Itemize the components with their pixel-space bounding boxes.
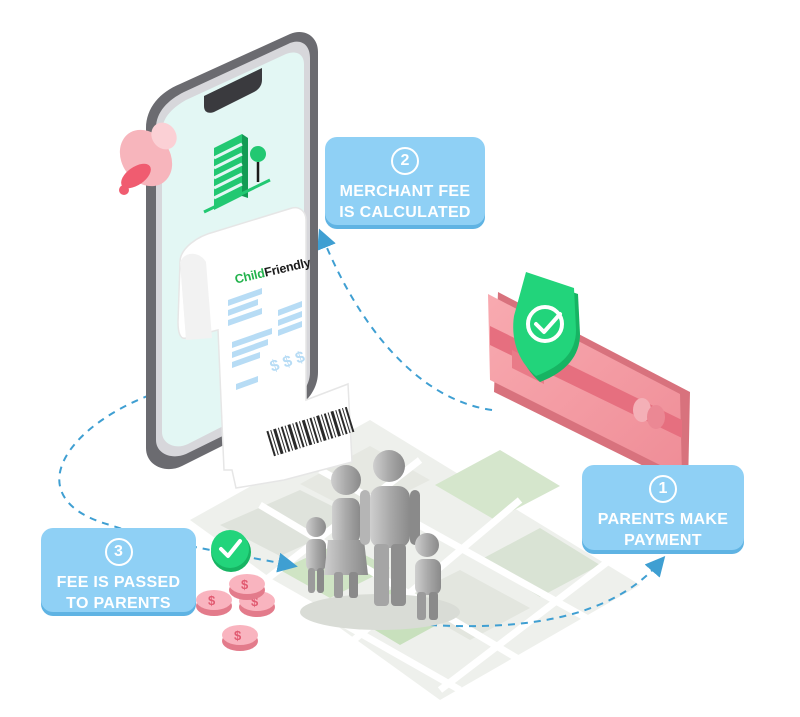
dollar-coin-icon: $ (196, 590, 232, 616)
dollar-coin-icon: $ (229, 574, 265, 600)
step-number: 2 (391, 147, 419, 175)
step-number: 1 (649, 475, 677, 503)
figure-child-left (306, 517, 326, 593)
building-icon (203, 134, 271, 214)
dollar-coins: $ $ $ $ (196, 574, 275, 651)
dollar-coin-icon: $ (222, 625, 258, 651)
step-label-line1: PARENTS MAKE (597, 511, 729, 528)
step-parents-pay-box: 1 PARENTS MAKE PAYMENT (582, 465, 744, 550)
receipt (177, 206, 353, 489)
svg-text:$: $ (241, 577, 249, 592)
figure-woman (324, 465, 368, 598)
step-label-line1: MERCHANT FEE (339, 183, 471, 200)
svg-text:$: $ (208, 593, 216, 608)
bell-icon (119, 122, 177, 195)
svg-text:$: $ (251, 594, 259, 609)
step-label-line2: PAYMENT (624, 532, 702, 549)
figure-child-right (415, 533, 441, 620)
family-figures (300, 450, 460, 630)
tree-icon (250, 146, 266, 182)
arrow-map-to-payment (429, 555, 666, 628)
city-map (190, 420, 640, 700)
check-circle-icon (211, 530, 251, 572)
svg-text:$: $ (234, 628, 242, 643)
step-number: 3 (104, 538, 133, 566)
barcode-icon (266, 406, 355, 457)
arrow-card-to-phone (317, 228, 493, 411)
step-label-line1: FEE IS PASSED (56, 574, 181, 591)
shield-check-icon (513, 272, 580, 382)
dollar-coin-icon: $ (239, 591, 275, 617)
step-label-line2: TO PARENTS (66, 595, 171, 612)
step-fee-passed-box: 3 FEE IS PASSED TO PARENTS (41, 528, 196, 612)
step-merchant-fee-box: 2 MERCHANT FEE IS CALCULATED (325, 137, 485, 225)
step-label-line2: IS CALCULATED (339, 204, 471, 221)
figure-man (360, 450, 420, 606)
